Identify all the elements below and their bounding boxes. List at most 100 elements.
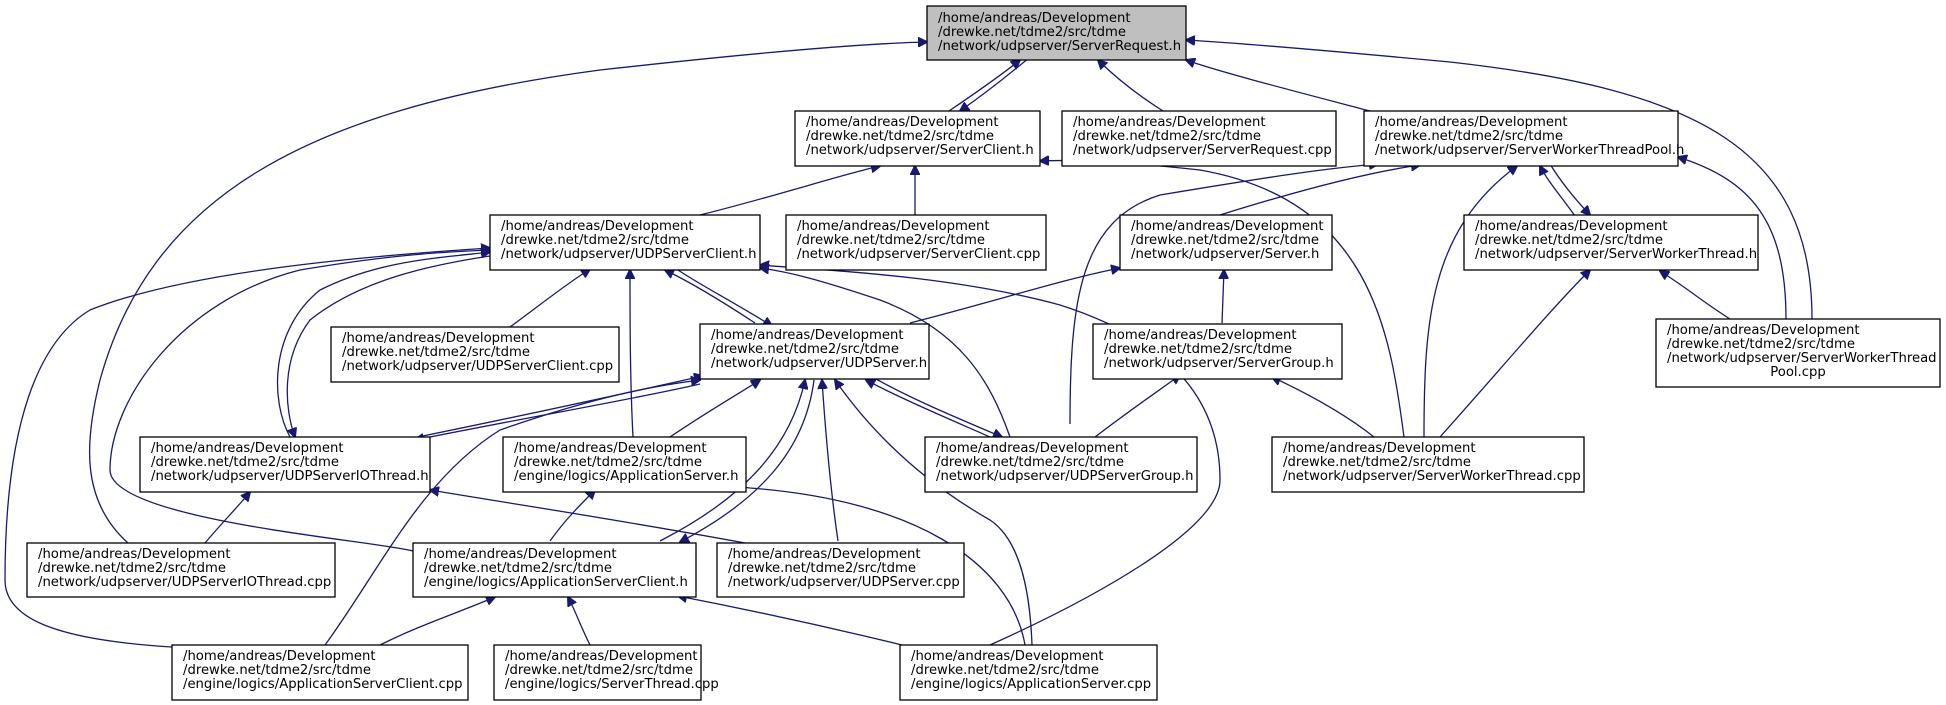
edge-udpserveriothread-h-to-udpserver-h	[417, 376, 703, 438]
node-udpserverclient-h[interactable]: /home/andreas/Development /drewke.net/td…	[489, 214, 761, 271]
edge-udpserveriothread-cpp-to-serverrequest-h	[88, 42, 927, 544]
edge-serverrequest-cpp-to-serverrequest-h	[1098, 60, 1164, 112]
edge-udpserver-cpp-to-udpserver-h	[822, 380, 839, 542]
svg-text:/network/udpserver/ServerWorke: /network/udpserver/ServerWorkerThreadPoo…	[1375, 143, 1684, 158]
edge-udpserverclient-h-to-udpserver-h	[674, 267, 772, 326]
svg-text:/home/andreas/Development: /home/andreas/Development	[911, 649, 1104, 664]
svg-text:/home/andreas/Development: /home/andreas/Development	[711, 328, 904, 343]
svg-text:/drewke.net/tdme2/src/tdme: /drewke.net/tdme2/src/tdme	[1283, 455, 1471, 470]
svg-text:/home/andreas/Development: /home/andreas/Development	[505, 649, 698, 664]
svg-text:/home/andreas/Development: /home/andreas/Development	[936, 441, 1129, 456]
svg-text:/drewke.net/tdme2/src/tdme: /drewke.net/tdme2/src/tdme	[1104, 342, 1292, 357]
edge-serverworkerthreadpool-h-to-serverworkerthread-h	[1549, 163, 1590, 215]
node-applicationserverclient-h[interactable]: /home/andreas/Development /drewke.net/td…	[412, 542, 697, 598]
svg-text:/home/andreas/Development: /home/andreas/Development	[1283, 441, 1476, 456]
svg-text:/drewke.net/tdme2/src/tdme: /drewke.net/tdme2/src/tdme	[1073, 129, 1261, 144]
edge-udpserver-h-to-applicationserverclient-h	[680, 379, 815, 542]
edge-serverthread-cpp-to-applicationserverclient-h	[568, 597, 591, 646]
svg-text:/engine/logics/ApplicationServ: /engine/logics/ApplicationServerClient.c…	[183, 677, 463, 692]
node-udpserverclient-cpp[interactable]: /home/andreas/Development /drewke.net/td…	[330, 326, 620, 383]
svg-text:/drewke.net/tdme2/src/tdme: /drewke.net/tdme2/src/tdme	[501, 233, 689, 248]
svg-text:/home/andreas/Development: /home/andreas/Development	[1375, 115, 1568, 130]
edge-udpserverclient-h-to-serverclient-h	[699, 166, 880, 216]
svg-text:/engine/logics/ApplicationServ: /engine/logics/ApplicationServerClient.h	[424, 575, 688, 590]
svg-text:/engine/logics/ServerThread.cp: /engine/logics/ServerThread.cpp	[505, 677, 719, 692]
svg-text:/drewke.net/tdme2/src/tdme: /drewke.net/tdme2/src/tdme	[1475, 233, 1663, 248]
node-udpserver-cpp[interactable]: /home/andreas/Development /drewke.net/td…	[716, 542, 965, 598]
svg-text:/network/udpserver/ServerClien: /network/udpserver/ServerClient.h	[806, 143, 1034, 158]
edge-udpserver-h-to-udpserveriothread-h	[415, 383, 701, 440]
edge-server-h-to-serverworkerthreadpool-h	[1219, 165, 1420, 216]
svg-text:/network/udpserver/ServerClien: /network/udpserver/ServerClient.cpp	[797, 247, 1040, 262]
edge-serverworkerthreadpool-h-to-serverrequest-h	[1186, 60, 1371, 112]
edge-udpservergroup-h-to-udpserverclient-h	[760, 268, 1011, 438]
node-udpserver-h[interactable]: /home/andreas/Development /drewke.net/td…	[699, 323, 930, 380]
node-serverrequest-h[interactable]: /home/andreas/Development /drewke.net/td…	[926, 5, 1187, 61]
node-serverworkerthread-h[interactable]: /home/andreas/Development /drewke.net/td…	[1463, 214, 1759, 271]
edge-applicationserverclient-cpp-to-applicationserverclient-h	[379, 597, 495, 646]
svg-text:/drewke.net/tdme2/src/tdme: /drewke.net/tdme2/src/tdme	[38, 561, 226, 576]
node-applicationserver-h[interactable]: /home/andreas/Development /drewke.net/td…	[502, 436, 747, 493]
svg-text:/network/udpserver/UDPServer.c: /network/udpserver/UDPServer.cpp	[728, 575, 960, 590]
svg-text:/home/andreas/Development: /home/andreas/Development	[1131, 219, 1324, 234]
node-applicationserver-cpp[interactable]: /home/andreas/Development /drewke.net/td…	[899, 644, 1158, 701]
svg-text:/network/udpserver/ServerGroup: /network/udpserver/ServerGroup.h	[1104, 356, 1334, 371]
svg-text:/drewke.net/tdme2/src/tdme: /drewke.net/tdme2/src/tdme	[936, 455, 1124, 470]
svg-text:/drewke.net/tdme2/src/tdme: /drewke.net/tdme2/src/tdme	[151, 455, 339, 470]
edge-serverrequest-h-to-serverclient-h	[960, 56, 1031, 111]
svg-text:/drewke.net/tdme2/src/tdme: /drewke.net/tdme2/src/tdme	[806, 129, 994, 144]
edge-serverworkerthreadpool-cpp-to-serverworkerthreadpool-h	[1678, 157, 1787, 320]
edge-udpserverclient-cpp-to-udpserverclient-h	[509, 269, 590, 328]
svg-text:/home/andreas/Development: /home/andreas/Development	[514, 441, 707, 456]
svg-text:/home/andreas/Development: /home/andreas/Development	[938, 11, 1131, 26]
node-udpserveriothread-h[interactable]: /home/andreas/Development /drewke.net/td…	[139, 436, 431, 493]
svg-text:/engine/logics/ApplicationServ: /engine/logics/ApplicationServer.cpp	[911, 677, 1151, 692]
edge-udpserveriothread-h-to-udpserverclient-h	[276, 252, 490, 438]
svg-text:/drewke.net/tdme2/src/tdme: /drewke.net/tdme2/src/tdme	[342, 345, 530, 360]
edge-serverworkerthreadpool-cpp-to-serverrequest-h	[1186, 40, 1813, 320]
node-serverclient-h[interactable]: /home/andreas/Development /drewke.net/td…	[794, 110, 1041, 167]
svg-text:/home/andreas/Development: /home/andreas/Development	[806, 115, 999, 130]
edge-udpserver-h-to-serverworkerthreadpool-h	[1069, 164, 1378, 425]
edge-serverworkerthread-cpp-to-servergroup-h	[1272, 377, 1375, 438]
node-udpserveriothread-cpp[interactable]: /home/andreas/Development /drewke.net/td…	[26, 542, 336, 598]
svg-text:/network/udpserver/ServerWorke: /network/udpserver/ServerWorkerThread	[1667, 351, 1937, 366]
svg-text:/drewke.net/tdme2/src/tdme: /drewke.net/tdme2/src/tdme	[938, 25, 1126, 40]
node-serverworkerthread-cpp[interactable]: /home/andreas/Development /drewke.net/td…	[1271, 436, 1585, 493]
svg-text:/network/udpserver/UDPServerCl: /network/udpserver/UDPServerClient.h	[501, 247, 756, 262]
edge-applicationserver-cpp-to-applicationserverclient-h	[678, 596, 903, 646]
svg-text:/network/udpserver/UDPServerIO: /network/udpserver/UDPServerIOThread.h	[151, 469, 429, 484]
svg-text:/network/udpserver/Server.h: /network/udpserver/Server.h	[1131, 247, 1319, 262]
node-serverworkerthreadpool-cpp[interactable]: /home/andreas/Development /drewke.net/td…	[1655, 318, 1941, 388]
edge-applicationserver-h-to-udpserver-h	[669, 380, 760, 438]
edge-udpservergroup-h-to-servergroup-h	[1094, 375, 1180, 438]
node-serverworkerthreadpool-h[interactable]: /home/andreas/Development /drewke.net/td…	[1363, 110, 1684, 167]
svg-text:/network/udpserver/ServerWorke: /network/udpserver/ServerWorkerThread.cp…	[1283, 469, 1581, 484]
edge-udpserverclient-h-to-udpserveriothread-h	[286, 255, 491, 437]
node-serverrequest-cpp[interactable]: /home/andreas/Development /drewke.net/td…	[1061, 110, 1337, 167]
svg-text:/home/andreas/Development: /home/andreas/Development	[1667, 323, 1860, 338]
svg-text:/home/andreas/Development: /home/andreas/Development	[797, 219, 990, 234]
edge-serverworkerthread-cpp-to-serverworkerthread-h	[1439, 270, 1590, 438]
node-serverclient-cpp[interactable]: /home/andreas/Development /drewke.net/td…	[785, 214, 1047, 271]
edge-udpserver-h-to-server-h	[909, 268, 1120, 324]
node-udpservergroup-h[interactable]: /home/andreas/Development /drewke.net/td…	[924, 436, 1198, 493]
svg-text:/network/udpserver/UDPServerCl: /network/udpserver/UDPServerClient.cpp	[342, 359, 613, 374]
node-server-h[interactable]: /home/andreas/Development /drewke.net/td…	[1119, 214, 1333, 271]
edge-serverworkerthread-h-to-serverworkerthreadpool-h	[1540, 166, 1576, 217]
svg-text:/engine/logics/ApplicationServ: /engine/logics/ApplicationServer.h	[514, 469, 738, 484]
node-serverthread-cpp[interactable]: /home/andreas/Development /drewke.net/td…	[493, 644, 719, 701]
edge-serverworkerthreadpool-cpp-to-serverworkerthread-h	[1660, 271, 1731, 320]
edge-udpserveriothread-cpp-to-udpserveriothread-h	[204, 492, 250, 544]
svg-text:/drewke.net/tdme2/src/tdme: /drewke.net/tdme2/src/tdme	[797, 233, 985, 248]
svg-text:/drewke.net/tdme2/src/tdme: /drewke.net/tdme2/src/tdme	[1667, 337, 1855, 352]
node-applicationserverclient-cpp[interactable]: /home/andreas/Development /drewke.net/td…	[171, 644, 469, 701]
svg-text:/drewke.net/tdme2/src/tdme: /drewke.net/tdme2/src/tdme	[183, 663, 371, 678]
edge-serverworkerthread-cpp-to-serverclient-h	[1040, 161, 1405, 438]
edge-applicationserver-cpp-to-udpserver-h	[835, 380, 1033, 646]
node-servergroup-h[interactable]: /home/andreas/Development /drewke.net/td…	[1092, 323, 1343, 380]
svg-text:/drewke.net/tdme2/src/tdme: /drewke.net/tdme2/src/tdme	[728, 561, 916, 576]
svg-text:/network/udpserver/UDPServer.h: /network/udpserver/UDPServer.h	[711, 356, 927, 371]
svg-text:/home/andreas/Development: /home/andreas/Development	[1475, 219, 1668, 234]
